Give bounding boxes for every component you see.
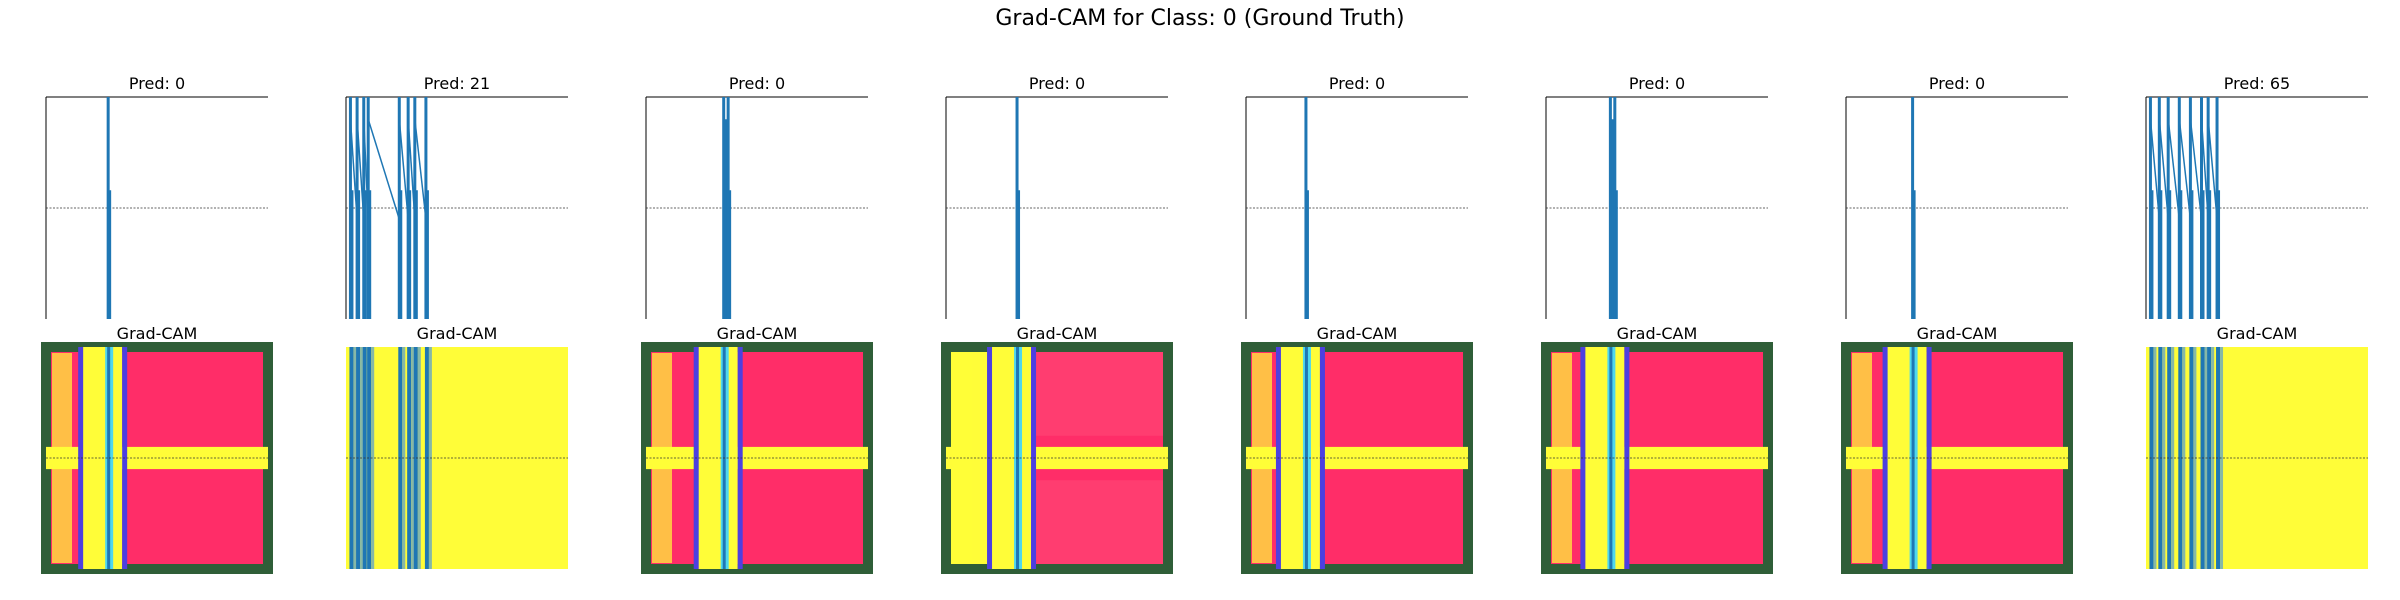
heatmap-contour — [2220, 347, 2224, 569]
heatmap-signal — [2178, 347, 2183, 569]
heatmap-contour — [2171, 347, 2175, 569]
gradcam-panel-title: Grad-CAM — [417, 324, 498, 343]
heatmap-region — [1034, 480, 1168, 569]
signal-trace — [356, 119, 365, 220]
heatmap-band — [1584, 347, 1625, 569]
heatmap-signal — [2216, 347, 2221, 569]
gradcam-panel-title: Grad-CAM — [1317, 324, 1398, 343]
signal-trace — [349, 119, 358, 220]
gradcam-panel-title: Grad-CAM — [2217, 324, 2298, 343]
signal-panel-title: Pred: 0 — [1329, 74, 1385, 93]
signal-panel-title: Pred: 0 — [729, 74, 785, 93]
heatmap-signal — [413, 347, 418, 569]
heatmap-contour — [1926, 347, 1932, 569]
signal-trace — [2149, 119, 2161, 220]
column-5: Pred: 0 Grad-CAM — [1241, 74, 1473, 574]
signal-trace — [367, 118, 400, 220]
gradcam-panel-title: Grad-CAM — [1617, 324, 1698, 343]
signal-panel-title: Pred: 21 — [424, 74, 490, 93]
heatmap-region — [1034, 347, 1168, 436]
gradcam-panel-title: Grad-CAM — [1917, 324, 1998, 343]
signal-trace — [414, 119, 427, 220]
column-1: Pred: 0 Grad-CAM — [41, 74, 273, 574]
column-4: Pred: 0 Grad-CAM — [941, 74, 1173, 574]
heatmap-contour — [2182, 347, 2186, 569]
signal-trace — [407, 119, 416, 220]
signal-panel-title: Pred: 0 — [1029, 74, 1085, 93]
heatmap-contour — [417, 347, 421, 569]
column-6: Pred: 0 Grad-CAM — [1541, 74, 1773, 574]
gradcam-panel-title: Grad-CAM — [1017, 324, 1098, 343]
heatmap-contour — [1319, 347, 1325, 569]
column-3: Pred: 0 Grad-CAM — [641, 74, 873, 574]
column-8: Pred: 65 Grad-CAM — [2145, 74, 2368, 569]
signal-trace — [2158, 119, 2169, 220]
heatmap-signal — [367, 347, 372, 569]
signal-trace — [2207, 119, 2218, 220]
heatmap-signal — [107, 347, 111, 569]
column-2: Pred: 21 Grad-CAM — [345, 74, 568, 569]
signal-panel-title: Pred: 0 — [1929, 74, 1985, 93]
signal-trace — [2167, 119, 2181, 220]
gradcam-panel-title: Grad-CAM — [717, 324, 798, 343]
signal-panel-title: Pred: 0 — [1629, 74, 1685, 93]
heatmap-signal — [2189, 347, 2194, 569]
signal-panel-title: Pred: 0 — [129, 74, 185, 93]
heatmap-contour — [78, 347, 84, 569]
heatmap-band — [991, 347, 1032, 569]
signal-trace — [398, 119, 409, 220]
signal-trace — [363, 119, 369, 220]
column-7: Pred: 0 Grad-CAM — [1841, 74, 2073, 574]
heatmap-contour — [371, 347, 375, 569]
gradcam-panel-title: Grad-CAM — [117, 324, 198, 343]
signal-panel-title: Pred: 65 — [2224, 74, 2290, 93]
heatmap-signal — [2167, 347, 2172, 569]
heatmap-contour — [737, 347, 743, 569]
signal-trace — [2178, 119, 2192, 220]
signal-trace — [2189, 119, 2203, 220]
heatmap-contour — [2193, 347, 2197, 569]
signal-trace — [2200, 119, 2209, 220]
figure-title: Grad-CAM for Class: 0 (Ground Truth) — [995, 6, 1405, 31]
